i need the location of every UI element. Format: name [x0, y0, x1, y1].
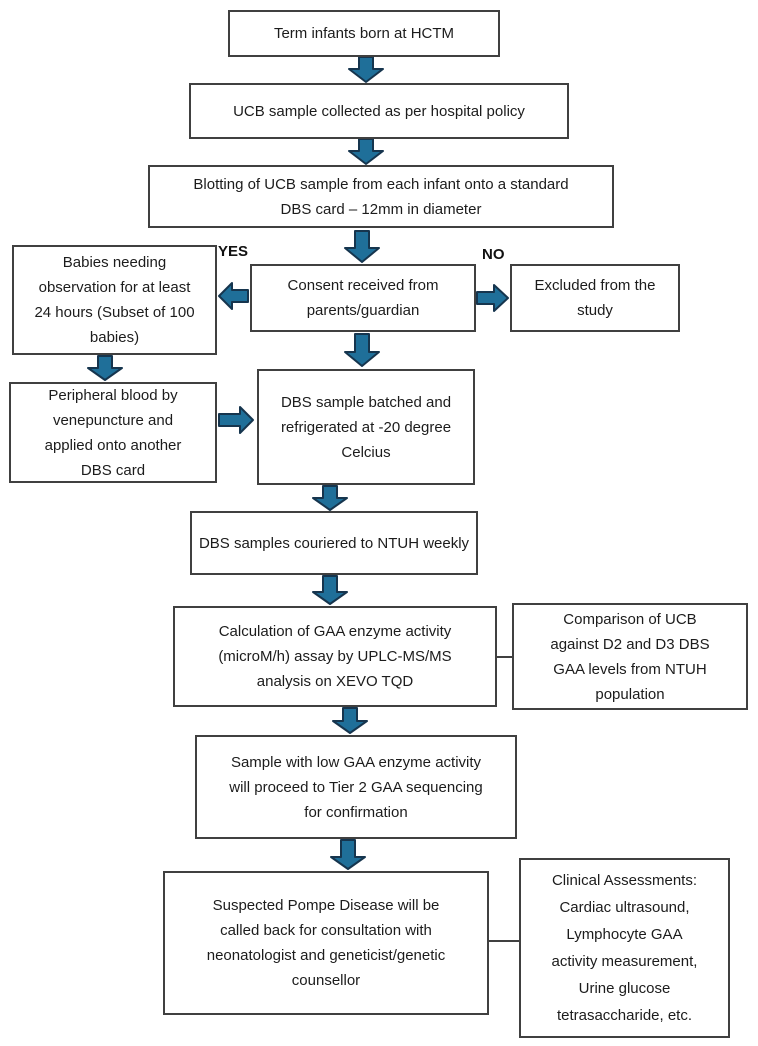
arrow-babies-to-peripheral: [87, 355, 123, 381]
arrow-term-to-ucb: [348, 56, 384, 83]
node-peripheral-blood: Peripheral blood by venepuncture and app…: [9, 382, 217, 483]
arrow-calculation-to-sample-low: [332, 707, 368, 734]
arrow-peripheral-to-dbs-batched: [218, 406, 254, 434]
arrow-blotting-to-consent: [344, 230, 380, 263]
node-clinical-assessments: Clinical Assessments: Cardiac ultrasound…: [519, 858, 730, 1038]
node-consent-received: Consent received from parents/guardian: [250, 264, 476, 332]
arrow-sample-low-to-suspected: [330, 839, 366, 870]
node-blotting-dbs-card: Blotting of UCB sample from each infant …: [148, 165, 614, 228]
arrow-couriered-to-calculation: [312, 575, 348, 605]
node-ucb-comparison-ntuh: Comparison of UCB against D2 and D3 DBS …: [512, 603, 748, 710]
node-term-infants: Term infants born at HCTM: [228, 10, 500, 57]
node-babies-observation: Babies needing observation for at least …: [12, 245, 217, 355]
arrow-ucb-to-blotting: [348, 138, 384, 165]
arrow-yes-consent-to-babies: [218, 282, 249, 310]
node-excluded-from-study: Excluded from the study: [510, 264, 680, 332]
arrow-dbs-batched-to-couriered: [312, 485, 348, 511]
no-branch-label: NO: [482, 246, 505, 263]
yes-branch-label: YES: [218, 243, 249, 260]
node-ucb-sample-collected: UCB sample collected as per hospital pol…: [189, 83, 569, 139]
node-suspected-pompe-callback: Suspected Pompe Disease will be called b…: [163, 871, 489, 1015]
node-dbs-couriered-ntuh: DBS samples couriered to NTUH weekly: [190, 511, 478, 575]
node-gaa-enzyme-calculation: Calculation of GAA enzyme activity (micr…: [173, 606, 497, 707]
arrow-consent-to-dbs-batched: [344, 333, 380, 367]
node-dbs-batched-refrigerated: DBS sample batched and refrigerated at -…: [257, 369, 475, 485]
node-low-gaa-tier2-sequencing: Sample with low GAA enzyme activity will…: [195, 735, 517, 839]
arrow-no-consent-to-excluded: [476, 284, 509, 312]
